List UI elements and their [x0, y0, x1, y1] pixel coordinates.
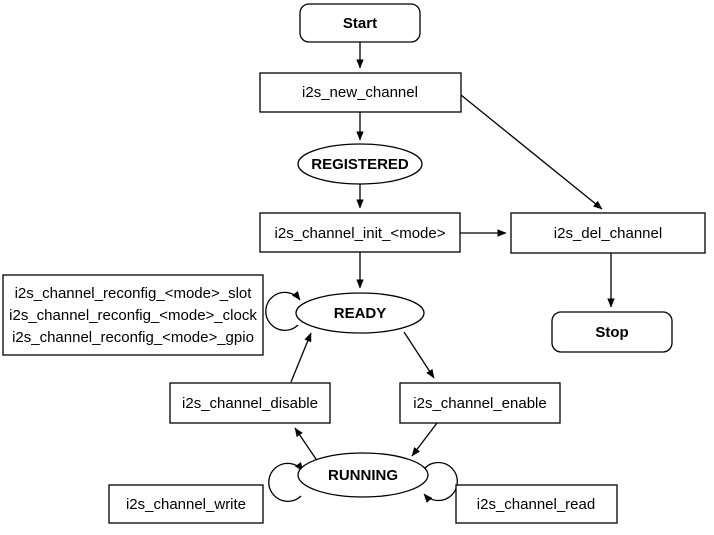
node-i2s-channel-init: i2s_channel_init_<mode>	[259, 212, 461, 253]
ready-label: READY	[334, 305, 387, 322]
node-i2s-channel-write: i2s_channel_write	[108, 484, 264, 524]
del-channel-label: i2s_del_channel	[554, 225, 662, 242]
node-i2s-channel-read: i2s_channel_read	[455, 484, 618, 524]
node-i2s-new-channel: i2s_new_channel	[259, 72, 462, 113]
node-i2s-channel-reconfig: i2s_channel_reconfig_<mode>_slot i2s_cha…	[2, 274, 264, 356]
edge-disable-to-ready	[290, 332, 312, 383]
del-channel-shape	[510, 212, 706, 254]
running-shape	[297, 452, 429, 498]
ready-shape	[295, 292, 425, 334]
read-shape	[455, 484, 618, 524]
node-start: Start	[299, 3, 421, 43]
reconfig-line-gpio: i2s_channel_reconfig_<mode>_gpio	[12, 329, 254, 346]
edge-enable-to-running	[411, 422, 438, 457]
running-label: RUNNING	[328, 467, 398, 484]
registered-shape	[297, 143, 423, 185]
edge-running-to-disable	[294, 427, 319, 463]
read-label: i2s_channel_read	[477, 496, 595, 513]
new-channel-label: i2s_new_channel	[302, 84, 418, 101]
self-loop-running-left	[268, 461, 304, 503]
write-shape	[108, 484, 264, 524]
edge-ready-to-enable	[403, 331, 435, 379]
node-stop: Stop	[551, 311, 673, 353]
stop-shape	[551, 311, 673, 353]
start-shape	[299, 3, 421, 43]
node-state-ready: READY	[295, 292, 425, 334]
node-state-running: RUNNING	[297, 452, 429, 498]
node-i2s-del-channel: i2s_del_channel	[510, 212, 706, 254]
new-channel-shape	[259, 72, 462, 113]
disable-label: i2s_channel_disable	[182, 395, 318, 412]
enable-label: i2s_channel_enable	[413, 395, 546, 412]
edge-new-channel-to-del-channel	[460, 94, 603, 210]
stop-label: Stop	[595, 324, 628, 341]
init-shape	[259, 212, 461, 253]
node-state-registered: REGISTERED	[297, 143, 423, 185]
start-label: Start	[343, 15, 377, 32]
node-i2s-channel-disable: i2s_channel_disable	[169, 382, 331, 424]
init-label: i2s_channel_init_<mode>	[275, 225, 446, 242]
self-loop-ready	[265, 290, 301, 332]
self-loop-running-right	[423, 461, 458, 503]
reconfig-shape	[2, 274, 264, 356]
registered-label: REGISTERED	[311, 156, 409, 173]
write-label: i2s_channel_write	[126, 496, 246, 513]
enable-shape	[399, 382, 561, 424]
disable-shape	[169, 382, 331, 424]
reconfig-line-slot: i2s_channel_reconfig_<mode>_slot	[15, 285, 253, 302]
reconfig-line-clock: i2s_channel_reconfig_<mode>_clock	[9, 307, 257, 324]
node-i2s-channel-enable: i2s_channel_enable	[399, 382, 561, 424]
